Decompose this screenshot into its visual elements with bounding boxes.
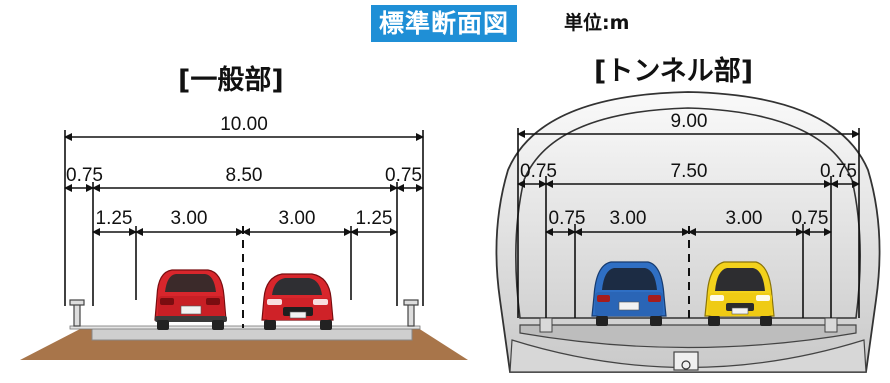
guardrail-left [69,299,85,327]
dim-tunnel-lane-left: 3.00 [610,208,647,229]
guardrail-right [403,299,419,327]
red-hatchback-car [154,269,227,330]
dim-general-margin-left: 1.25 [96,208,133,229]
dim-tunnel-lane-right: 3.00 [726,208,763,229]
diagram-title-badge: 標準断面図 [371,5,518,42]
header: 標準断面図 単位:m [0,0,890,48]
yellow-car [704,261,775,326]
dim-tunnel-side-left: 0.75 [520,161,557,182]
dim-tunnel-margin-left: 0.75 [549,208,586,229]
dim-general-shoulder-right: 0.75 [385,165,422,186]
dim-tunnel-total: 9.00 [671,111,708,132]
general-section-title: [一般部] [178,65,284,96]
general-section: 10.00 0.75 8.50 0.75 1.25 3.00 3.00 1.25 [20,114,468,360]
red-compact-car [261,273,334,330]
dim-general-margin-right: 1.25 [356,208,393,229]
dim-tunnel-inner: 7.50 [671,161,708,182]
tunnel-invert [509,339,867,373]
dim-general-lane-right: 3.00 [279,208,316,229]
dim-general-total: 10.00 [220,114,268,135]
blue-car [591,261,667,326]
dim-general-shoulder-left: 0.75 [66,165,103,186]
dim-tunnel-side-right: 0.75 [820,161,857,182]
dim-general-inner: 8.50 [226,165,263,186]
unit-label: 単位:m [564,12,630,34]
tunnel-lining-inner [515,107,861,319]
tunnel-section: 9.00 0.75 7.50 0.75 0.75 3.00 3.00 0.75 [495,91,881,373]
pavement [91,327,413,341]
tunnel-section-title: [トンネル部] [594,56,754,87]
dim-tunnel-margin-right: 0.75 [792,208,829,229]
tunnel-road-slab [519,324,857,349]
dim-general-lane-left: 3.00 [171,208,208,229]
